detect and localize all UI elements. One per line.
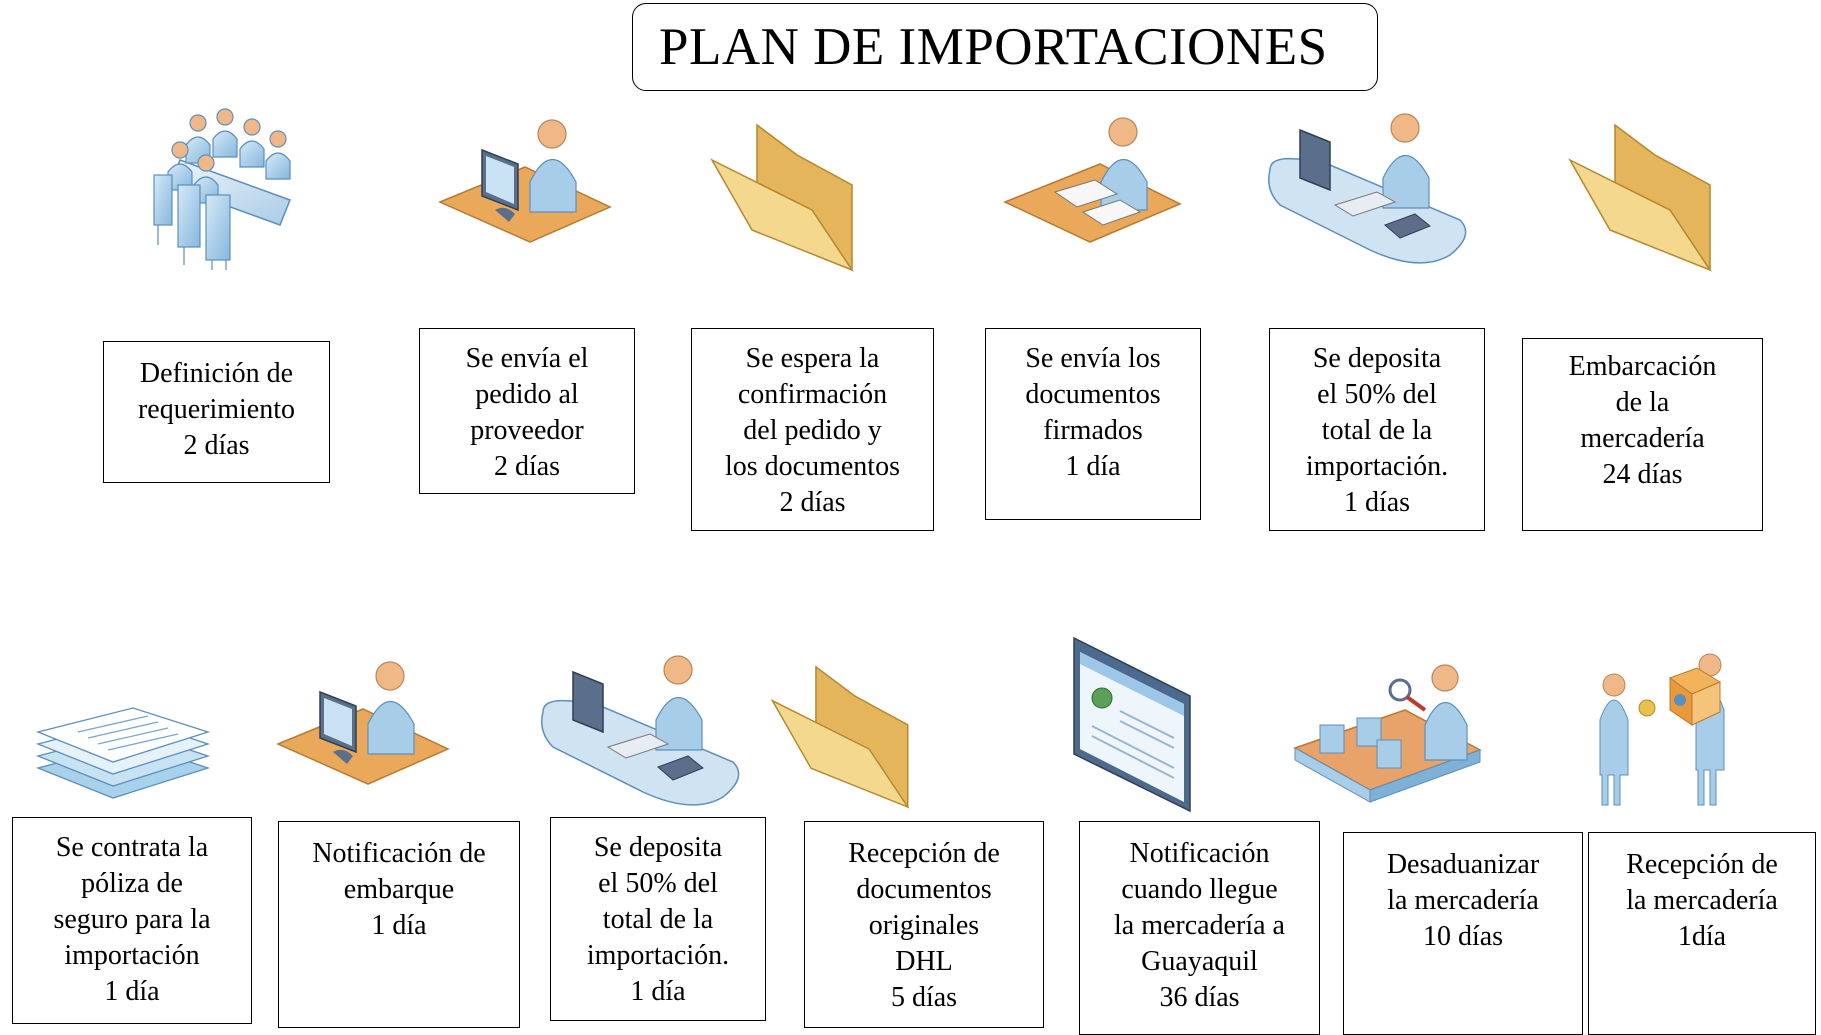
step-description: Se deposita el 50% del total de la impor… (1305, 343, 1449, 482)
folder-icon (1568, 120, 1715, 272)
step-duration: 1 día (1065, 451, 1121, 482)
step-description: Se contrata la póliza de seguro para la … (53, 832, 211, 971)
step-description: Desaduanizar la mercadería (1386, 849, 1540, 916)
step-box: Desaduanizar la mercadería 10 días (1343, 832, 1583, 1035)
step-description: Se envía los documentos firmados (1025, 343, 1161, 446)
step-duration: 2 días (183, 430, 250, 461)
step-box: Se envía el pedido al proveedor 2 días (419, 328, 635, 494)
step-duration: 36 días (1159, 982, 1240, 1013)
step-duration: 5 días (890, 982, 958, 1013)
step-description: Embarcación de la mercadería (1568, 351, 1717, 454)
step-box: Recepción de documentos originales DHL 5… (804, 821, 1044, 1028)
step-duration: 24 días (1602, 459, 1683, 490)
step-box: Se deposita el 50% del total de la impor… (1269, 328, 1485, 531)
step-description: Definición de requerimiento (137, 358, 296, 425)
person-at-computer-icon (438, 112, 612, 243)
web-page-icon (1072, 636, 1192, 813)
step-duration: 1 días (1343, 487, 1411, 518)
step-description: Se deposita el 50% del total de la impor… (586, 832, 730, 971)
step-duration: 1día (1677, 921, 1727, 952)
person-signing-documents-icon (1003, 112, 1182, 243)
inspection-conveyor-icon (1293, 664, 1482, 810)
person-at-computer-icon (276, 654, 450, 785)
step-description: Recepción de documentos originales DHL (848, 838, 1000, 977)
step-box: Se deposita el 50% del total de la impor… (550, 817, 766, 1021)
step-duration: 1 día (104, 976, 160, 1007)
person-at-workstation-icon (538, 652, 740, 812)
step-duration: 1 día (371, 910, 427, 941)
step-duration: 2 días (493, 451, 561, 482)
step-duration: 1 día (630, 976, 686, 1007)
stacked-documents-icon (35, 707, 213, 808)
step-box: Notificación cuando llegue la mercadería… (1079, 821, 1320, 1035)
package-delivery-icon (1592, 650, 1737, 810)
folder-icon (710, 120, 857, 272)
step-box: Embarcación de la mercadería 24 días (1522, 338, 1763, 531)
diagram-title: PLAN DE IMPORTACIONES (632, 3, 1378, 91)
step-duration: 2 días (779, 487, 846, 518)
step-description: Notificación cuando llegue la mercadería… (1114, 838, 1285, 977)
step-box: Definición de requerimiento 2 días (103, 341, 330, 483)
folder-icon (770, 662, 915, 809)
step-box: Se contrata la póliza de seguro para la … (12, 817, 252, 1024)
meeting-icon (150, 105, 310, 270)
step-description: Se espera la confirmación del pedido y l… (725, 343, 900, 482)
step-description: Recepción de la mercadería (1626, 849, 1778, 916)
step-box: Se espera la confirmación del pedido y l… (691, 328, 934, 531)
step-duration: 10 días (1422, 921, 1504, 952)
step-description: Notificación de embarque (312, 838, 486, 905)
person-at-workstation-icon (1265, 110, 1467, 270)
step-box: Notificación de embarque 1 día (278, 821, 520, 1028)
step-box: Se envía los documentos firmados 1 día (985, 328, 1201, 520)
step-description: Se envía el pedido al proveedor (465, 343, 589, 446)
step-box: Recepción de la mercadería 1día (1588, 832, 1816, 1035)
